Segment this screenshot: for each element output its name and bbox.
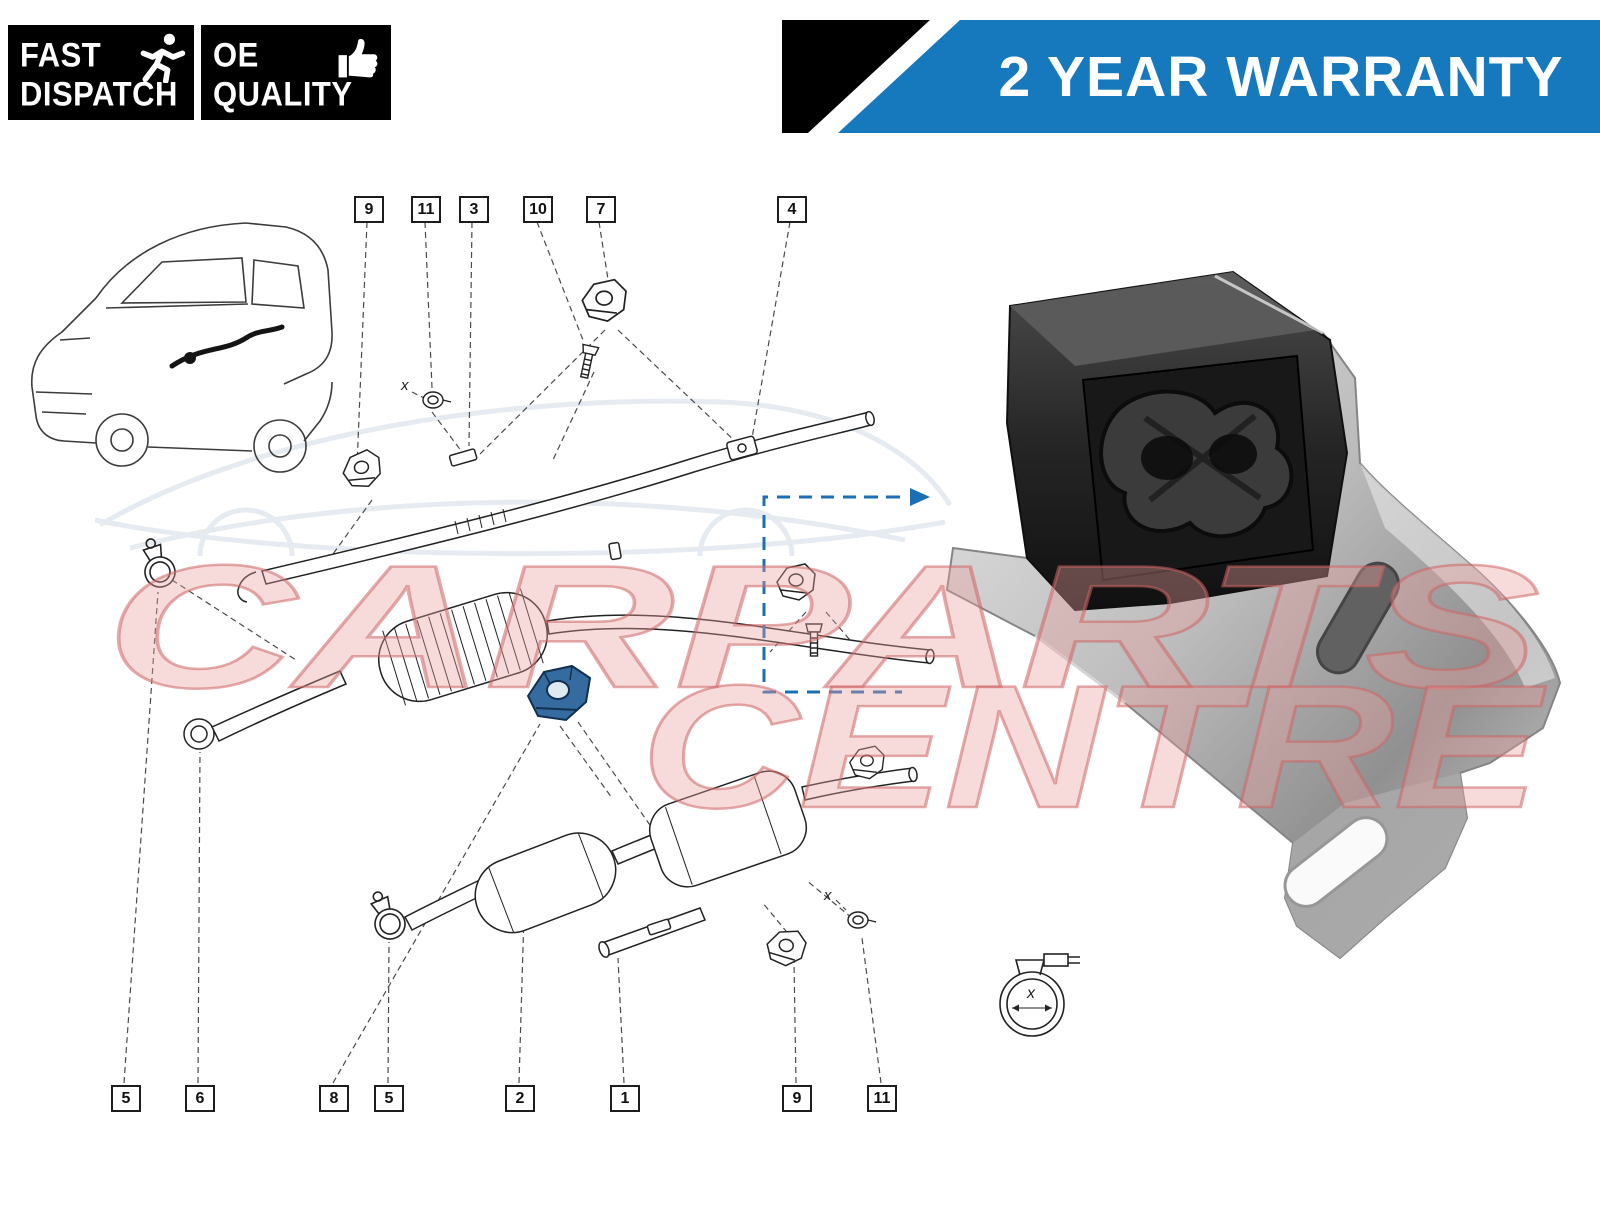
part-label-2: 2 xyxy=(505,1085,535,1112)
part-label-9b: 9 xyxy=(782,1085,812,1112)
part-label-10: 10 xyxy=(523,196,553,223)
oe-quality-line1: OE xyxy=(213,35,259,75)
rubber-web-cross xyxy=(1143,413,1262,503)
part-label-9: 9 xyxy=(354,196,384,223)
rubber-web-hole xyxy=(1141,436,1193,480)
thumbs-up-icon xyxy=(338,38,378,78)
edge-glint xyxy=(1034,274,1324,705)
x-marker: x xyxy=(823,887,832,904)
part-label-1: 1 xyxy=(610,1085,640,1112)
highlight-box xyxy=(762,495,908,694)
rubber-hanger xyxy=(338,446,385,492)
highlight-arrow xyxy=(910,488,930,506)
exhaust-components xyxy=(183,410,935,958)
x-marker: x xyxy=(400,377,409,394)
catalyst-system xyxy=(403,766,918,958)
ghost-car-background xyxy=(94,398,953,557)
part-label-6: 6 xyxy=(185,1085,215,1112)
clamp-dimension-label: x xyxy=(1026,985,1036,1002)
part-label-5b: 5 xyxy=(374,1085,404,1112)
mounting-nut xyxy=(847,911,877,929)
car-exhaust-dot xyxy=(184,352,196,364)
pipe-clamp-bracket xyxy=(726,435,758,461)
bracket-slot-lower xyxy=(1283,816,1389,908)
mounting-nut xyxy=(422,391,452,409)
part-label-3: 3 xyxy=(459,196,489,223)
part-label-4: 4 xyxy=(777,196,807,223)
oe-quality-line2: QUALITY xyxy=(213,74,353,114)
bracket-slot-upper xyxy=(1316,561,1400,675)
fast-dispatch-badge: FAST DISPATCH xyxy=(8,25,194,120)
rubber-hanger xyxy=(763,925,809,970)
exhaust-clamp xyxy=(361,885,411,945)
catalytic-converter xyxy=(474,832,617,934)
oe-quality-text: OE QUALITY xyxy=(213,35,353,113)
front-pipe-top xyxy=(237,410,875,603)
center-muffler-assembly xyxy=(183,541,935,750)
part-label-11: 11 xyxy=(411,196,441,223)
warranty-banner: 2 YEAR WARRANTY xyxy=(782,20,1600,133)
rear-silencer xyxy=(648,770,808,888)
bracket-arm-highlight xyxy=(1360,463,1555,688)
fast-dispatch-line1: FAST xyxy=(20,35,102,75)
rubber-hanger-highlighted xyxy=(526,664,592,722)
product-photo-exhaust-hanger xyxy=(945,270,1562,960)
rubber-hanger xyxy=(581,278,627,322)
part-label-7: 7 xyxy=(586,196,616,223)
part-label-5: 5 xyxy=(111,1085,141,1112)
rubber-block-top-face xyxy=(1010,272,1315,366)
mounting-bolt xyxy=(575,343,600,380)
oe-quality-badge: OE QUALITY xyxy=(201,25,391,120)
banner-corner-flash xyxy=(782,20,960,133)
bracket-lower-arm-shade xyxy=(1285,773,1467,958)
car-sketch xyxy=(30,222,333,473)
rubber-hanger xyxy=(776,563,816,601)
warranty-banner-text: 2 YEAR WARRANTY xyxy=(998,44,1564,109)
clamp-size-detail: x xyxy=(999,953,1080,1037)
fast-dispatch-text: FAST DISPATCH xyxy=(20,35,178,113)
fast-dispatch-line2: DISPATCH xyxy=(20,74,178,114)
running-man-icon xyxy=(140,33,186,83)
part-label-8: 8 xyxy=(319,1085,349,1112)
part-label-11b: 11 xyxy=(867,1085,897,1112)
